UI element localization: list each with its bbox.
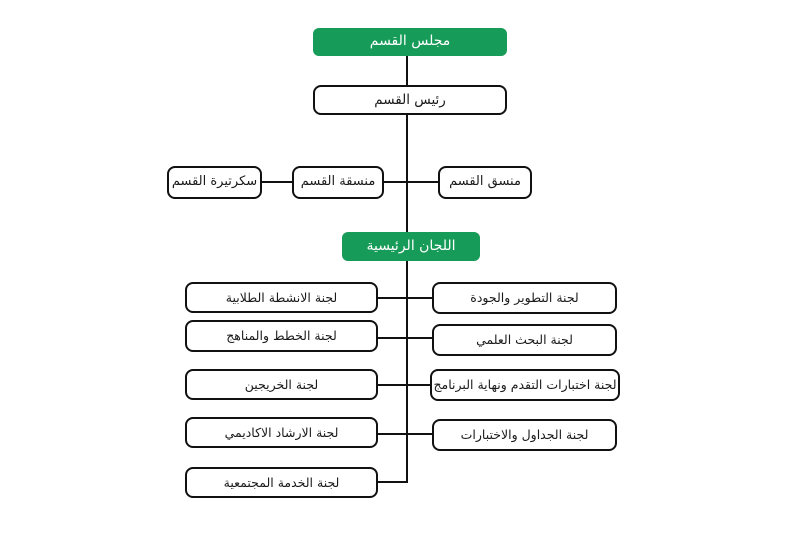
node-committee-development-quality: لجنة التطوير والجودة (432, 282, 617, 314)
node-committee-graduates: لجنة الخريجين (185, 369, 378, 400)
node-department-secretary: سكرتيرة القسم (167, 166, 262, 199)
node-committee-student-activities: لجنة الانشطة الطلابية (185, 282, 378, 313)
node-committee-academic-advising: لجنة الارشاد الاكاديمي (185, 417, 378, 448)
connector-line (384, 181, 438, 183)
node-committee-community-service: لجنة الخدمة المجتمعية (185, 467, 378, 498)
connector-line (406, 261, 408, 483)
node-main-committees-header: اللجان الرئيسية (342, 232, 480, 261)
connector-line (378, 481, 408, 483)
node-committee-schedules-exams: لجنة الجداول والاختبارات (432, 419, 617, 451)
node-committee-plans-curricula: لجنة الخطط والمناهج (185, 320, 378, 352)
connector-line (406, 115, 408, 233)
node-department-coordinator-male: منسق القسم (438, 166, 532, 199)
connector-line (378, 297, 433, 299)
connector-line (378, 433, 433, 435)
connector-line (262, 181, 292, 183)
connector-line (406, 55, 408, 86)
connector-line (378, 384, 433, 386)
node-committee-progress-final-exams: لجنة اختبارات التقدم ونهاية البرنامج (430, 369, 620, 401)
connector-line (378, 337, 433, 339)
node-department-council: مجلس القسم (313, 28, 507, 56)
node-department-coordinator-female: منسقة القسم (292, 166, 384, 199)
node-department-head: رئيس القسم (313, 85, 507, 115)
node-committee-scientific-research: لجنة البحث العلمي (432, 324, 617, 356)
